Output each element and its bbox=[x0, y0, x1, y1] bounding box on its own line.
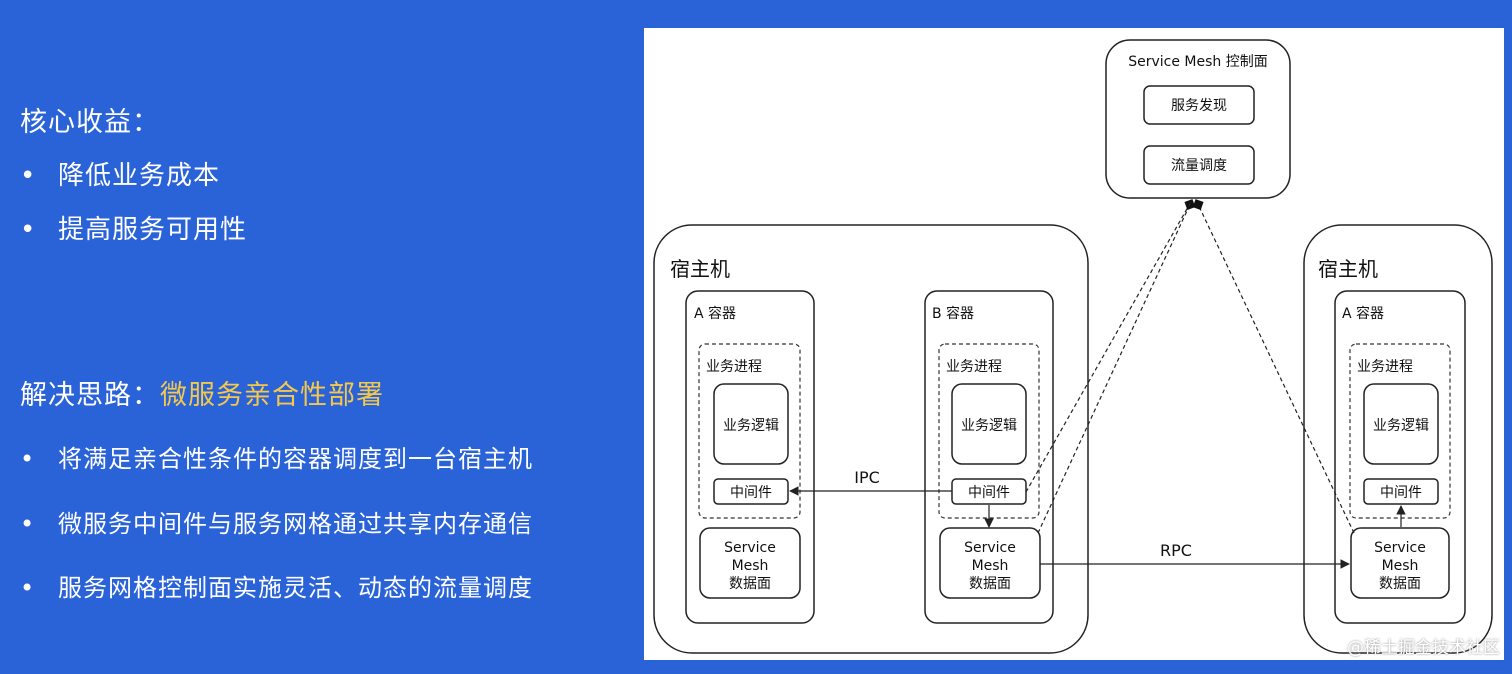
bullet-dot-icon: • bbox=[20, 510, 36, 538]
business-logic-box bbox=[713, 383, 789, 465]
business-process-label: 业务进程 bbox=[946, 359, 1002, 375]
approach-item: •服务网格控制面实施灵活、动态的流量调度 bbox=[20, 574, 533, 602]
mesh-label-line: 数据面 bbox=[1379, 576, 1421, 592]
architecture-diagram: Service Mesh 控制面 服务发现 流量调度 宿主机 A 容器 业务进程… bbox=[644, 28, 1504, 660]
traffic-scheduling-label: 流量调度 bbox=[1171, 158, 1227, 174]
mesh-label-line: 数据面 bbox=[969, 576, 1011, 592]
business-process-box bbox=[1349, 343, 1451, 519]
container-a-left: A 容器 业务进程 业务逻辑 中间件 Service Mesh 数据面 bbox=[685, 290, 815, 624]
approach-heading: 解决思路：微服务亲合性部署 bbox=[20, 380, 384, 411]
business-process-label: 业务进程 bbox=[1357, 359, 1413, 375]
host-left: 宿主机 A 容器 业务进程 业务逻辑 中间件 Service Mesh 数据面 bbox=[653, 224, 1089, 654]
mesh-label-line: 数据面 bbox=[729, 576, 771, 592]
business-logic-box bbox=[951, 383, 1027, 465]
container-b-left: B 容器 业务进程 业务逻辑 中间件 Service Mesh 数据面 bbox=[924, 290, 1054, 624]
container-b-title: B 容器 bbox=[932, 305, 974, 322]
service-discovery-box bbox=[1143, 85, 1255, 125]
control-link-b2 bbox=[1025, 199, 1193, 493]
business-logic-label: 业务逻辑 bbox=[1373, 418, 1429, 434]
bullet-dot-icon: • bbox=[20, 445, 36, 473]
service-discovery-label: 服务发现 bbox=[1171, 98, 1227, 114]
host-right: 宿主机 A 容器 业务进程 业务逻辑 中间件 Service Mesh 数据面 bbox=[1303, 224, 1493, 654]
host-right-title: 宿主机 bbox=[1318, 257, 1378, 281]
middleware-label: 中间件 bbox=[1380, 485, 1422, 501]
middleware-label: 中间件 bbox=[730, 485, 772, 501]
bullet-dot-icon: • bbox=[20, 161, 37, 191]
business-process-box bbox=[938, 343, 1040, 519]
traffic-scheduling-box bbox=[1143, 145, 1255, 185]
container-a-title: A 容器 bbox=[1342, 305, 1384, 322]
middleware-box bbox=[1363, 478, 1439, 505]
control-plane: Service Mesh 控制面 服务发现 流量调度 bbox=[1105, 39, 1291, 199]
bullet-dot-icon: • bbox=[20, 574, 36, 602]
approach-item: •微服务中间件与服务网格通过共享内存通信 bbox=[20, 510, 533, 538]
watermark: @稀土掘金技术社区 bbox=[1347, 638, 1500, 658]
mesh-data-plane-box bbox=[699, 527, 801, 599]
control-plane-title: Service Mesh 控制面 bbox=[1128, 54, 1268, 70]
approach-highlight: 微服务亲合性部署 bbox=[160, 380, 384, 411]
control-link-right bbox=[1192, 199, 1355, 534]
mesh-label-line: Service bbox=[724, 540, 776, 556]
rpc-label: RPC bbox=[1160, 541, 1192, 560]
edges bbox=[789, 199, 1406, 569]
mesh-label-line: Mesh bbox=[1382, 558, 1419, 574]
container-a-right: A 容器 业务进程 业务逻辑 中间件 Service Mesh 数据面 bbox=[1334, 290, 1466, 624]
ipc-label: IPC bbox=[854, 468, 880, 487]
diagram-svg: Service Mesh 控制面 服务发现 流量调度 宿主机 A 容器 业务进程… bbox=[653, 39, 1493, 654]
mesh-label-line: Mesh bbox=[732, 558, 769, 574]
mesh-label-line: Service bbox=[1374, 540, 1426, 556]
business-process-box bbox=[698, 343, 801, 519]
container-a-title: A 容器 bbox=[694, 305, 736, 322]
middleware-box bbox=[713, 478, 789, 505]
mesh-data-plane-box bbox=[1350, 527, 1450, 599]
benefits-heading: 核心收益： bbox=[20, 107, 160, 138]
mesh-label-line: Service bbox=[964, 540, 1016, 556]
business-process-label: 业务进程 bbox=[706, 359, 762, 375]
benefit-item: •降低业务成本 bbox=[20, 161, 221, 191]
approach-item: •将满足亲合性条件的容器调度到一台宿主机 bbox=[20, 445, 533, 473]
host-left-title: 宿主机 bbox=[670, 257, 730, 281]
mesh-data-plane-box bbox=[939, 527, 1041, 599]
business-logic-label: 业务逻辑 bbox=[961, 418, 1017, 434]
control-link-b bbox=[1037, 199, 1196, 534]
mesh-label-line: Mesh bbox=[972, 558, 1009, 574]
middleware-label: 中间件 bbox=[968, 485, 1010, 501]
bullet-dot-icon: • bbox=[20, 215, 37, 245]
benefit-item: •提高服务可用性 bbox=[20, 215, 248, 245]
left-text-panel: 核心收益： •降低业务成本 •提高服务可用性 解决思路：微服务亲合性部署 •将满… bbox=[0, 0, 640, 674]
business-logic-box bbox=[1363, 383, 1439, 465]
business-logic-label: 业务逻辑 bbox=[723, 418, 779, 434]
